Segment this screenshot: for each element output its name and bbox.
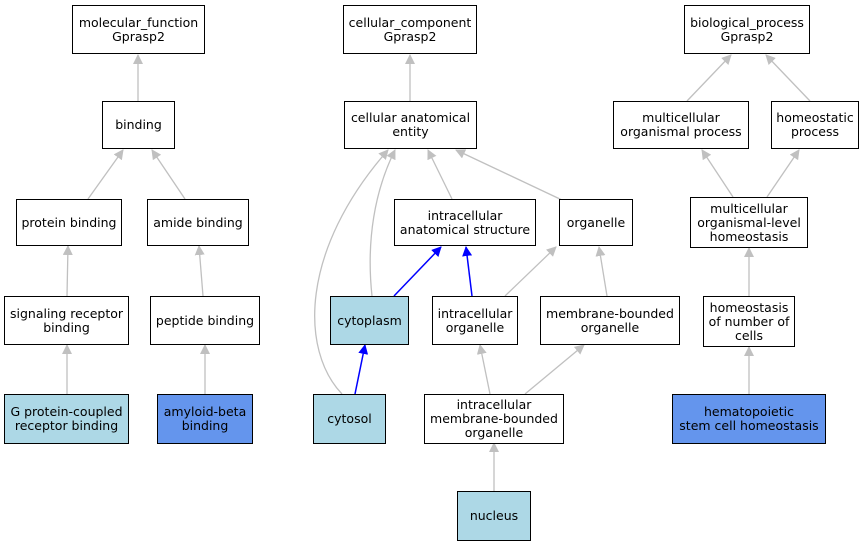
node-intracellular-organelle[interactable]: intracellular organelle [432,296,518,345]
edge-cytoplasm-to-cae [369,149,396,297]
edge-cytosol-to-cae [314,149,389,395]
node-cellular-component[interactable]: cellular_component Gprasp2 [343,5,477,54]
node-molecular-function[interactable]: molecular_function Gprasp2 [72,5,205,54]
node-cytosol[interactable]: cytosol [313,394,386,444]
edge-mol-to-mop [701,149,734,198]
node-nucleus[interactable]: nucleus [457,491,531,541]
node-signaling-receptor-binding[interactable]: signaling receptor binding [4,296,129,345]
node-homeostasis-of-number-of-cells[interactable]: homeostasis of number of cells [703,296,795,347]
edge-intraorg-to-organelle [504,246,557,297]
node-homeostatic-process[interactable]: homeostatic process [771,101,859,149]
node-biological-process[interactable]: biological_process Gprasp2 [684,5,810,54]
node-binding[interactable]: binding [102,101,175,149]
node-cellular-anatomical-entity[interactable]: cellular anatomical entity [344,101,477,149]
node-intracellular-anatomical-structure[interactable]: intracellular anatomical structure [394,199,536,246]
node-amyloid-beta-binding[interactable]: amyloid-beta binding [157,394,253,444]
node-intracellular-membrane-bounded-organelle[interactable]: intracellular membrane-bounded organelle [424,394,564,444]
node-protein-binding[interactable]: protein binding [16,199,122,246]
edge-intraorg-to-ias [462,246,473,297]
edge-amidebind-to-binding [151,149,186,200]
edge-homeo-to-bp [765,54,811,102]
edge-cytoplasm-to-ias [393,246,442,297]
edge-cytosol-to-cytoplasm [354,344,369,395]
node-amide-binding[interactable]: amide binding [147,199,249,246]
edge-mbo-to-organelle [595,246,608,297]
edge-ias-to-cae [427,149,453,200]
node-hematopoietic-stem-cell-homeostasis[interactable]: hematopoietic stem cell homeostasis [672,394,826,444]
edge-imbo-to-mbo [524,344,585,395]
node-g-protein-coupled-receptor-binding[interactable]: G protein-coupled receptor binding [4,394,129,444]
edge-mol-to-homeo [766,149,800,198]
edge-imbo-to-intraorg [476,344,491,395]
node-peptide-binding[interactable]: peptide binding [150,296,260,345]
edge-sigrec-to-protbind [62,245,73,297]
node-organelle[interactable]: organelle [559,199,633,246]
edge-pepbind-to-amidebind [194,245,205,297]
edge-organelle-to-cae [455,149,563,201]
node-cytoplasm[interactable]: cytoplasm [330,296,409,345]
node-multicellular-organismal-process[interactable]: multicellular organismal process [613,101,749,149]
node-multicellular-organismal-level-homeostasis[interactable]: multicellular organismal-level homeostas… [690,197,808,248]
node-membrane-bounded-organelle[interactable]: membrane-bounded organelle [540,296,680,345]
edge-protbind-to-binding [87,149,124,200]
edge-mop-to-bp [686,54,732,102]
